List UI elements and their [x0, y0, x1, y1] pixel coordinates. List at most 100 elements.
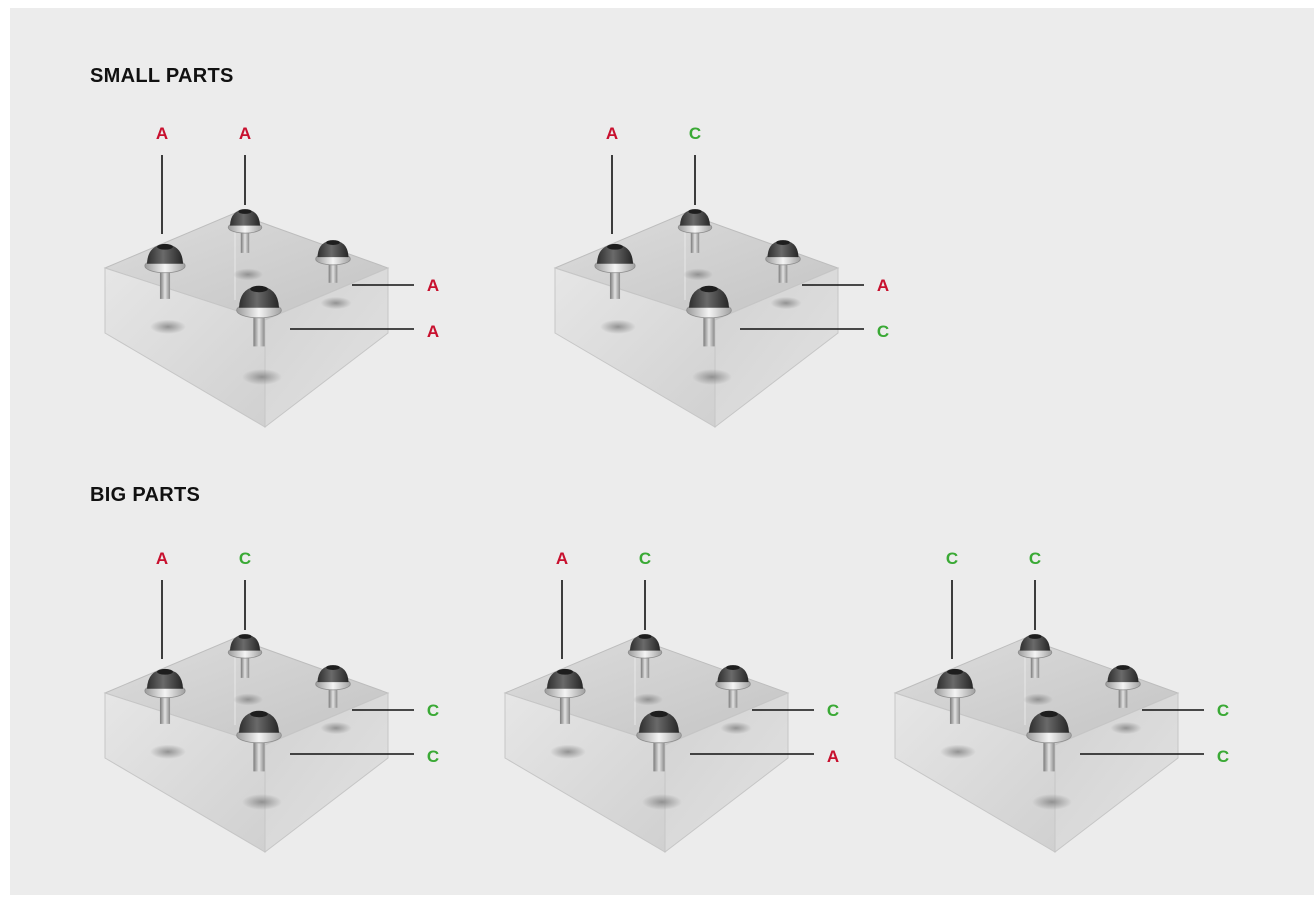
screw-shadow [1110, 721, 1142, 735]
label-back: C [239, 549, 251, 568]
screw-cap [239, 711, 279, 733]
screw-socket [688, 209, 702, 214]
screw-right [765, 240, 802, 310]
screw-front [1026, 710, 1072, 810]
screw-cap [717, 665, 749, 683]
screw-shadow [940, 744, 976, 759]
screw-left [544, 668, 586, 759]
screw-back [227, 209, 263, 281]
screw-shank [159, 689, 171, 724]
screw-shadow [242, 369, 282, 385]
screw-left [144, 668, 186, 759]
label-right: C [427, 701, 439, 720]
label-back: C [639, 549, 651, 568]
screw-front [236, 285, 282, 385]
screw-cap [937, 669, 973, 689]
screw-shadow [320, 296, 352, 310]
label-front: A [427, 322, 439, 341]
screw-cap [680, 209, 710, 226]
label-left: A [156, 124, 168, 143]
screw-shank [703, 309, 715, 347]
screw-cap [767, 240, 799, 258]
label-left: A [606, 124, 618, 143]
screw-socket [1040, 710, 1058, 718]
screw-shank [240, 226, 250, 253]
screw-shadow [683, 268, 713, 281]
block-right-face [264, 692, 389, 854]
screw-shank [778, 258, 788, 283]
screw-cap [317, 240, 349, 258]
screw-socket [947, 668, 963, 675]
screw-shadow [692, 369, 732, 385]
screw-cap [639, 711, 679, 733]
screw-left [594, 243, 636, 334]
screw-shadow [770, 296, 802, 310]
screw-socket [650, 710, 668, 718]
screw-shadow [150, 319, 186, 334]
screw-cap [689, 286, 729, 308]
screw-socket [157, 668, 173, 675]
screw-socket [638, 634, 652, 639]
screw-socket [1028, 634, 1042, 639]
screw-shank [253, 734, 265, 772]
screw-shank [559, 689, 571, 724]
screw-cap [239, 286, 279, 308]
screw-cap [1020, 634, 1050, 651]
section-title-big-parts: BIG PARTS [90, 484, 200, 506]
screw-socket [776, 240, 790, 246]
section-title-small-parts: SMALL PARTS [90, 65, 234, 87]
screw-shadow [720, 721, 752, 735]
label-front: C [1217, 747, 1229, 766]
label-back: A [239, 124, 251, 143]
screw-socket [250, 285, 268, 293]
screw-socket [726, 665, 740, 671]
label-right: C [1217, 701, 1229, 720]
screw-shank [949, 689, 961, 724]
screw-shank [609, 264, 621, 299]
screw-right [715, 665, 752, 735]
fixture-block-1: A A A A [103, 124, 439, 429]
screw-front [686, 285, 732, 385]
screw-right [315, 240, 352, 310]
label-back: C [689, 124, 701, 143]
screw-shadow [633, 693, 663, 706]
screw-right [315, 665, 352, 735]
screw-right [1105, 665, 1142, 735]
screw-shank [653, 734, 665, 772]
screw-cap [597, 244, 633, 264]
label-front: C [877, 322, 889, 341]
screw-socket [557, 668, 573, 675]
label-back: C [1029, 549, 1041, 568]
screw-socket [326, 240, 340, 246]
screw-shadow [242, 794, 282, 810]
screw-shank [690, 226, 700, 253]
screw-cap [230, 209, 260, 226]
label-right: A [427, 276, 439, 295]
screw-shadow [600, 319, 636, 334]
label-left: A [556, 549, 568, 568]
screw-shadow [550, 744, 586, 759]
screw-cap [147, 669, 183, 689]
screw-cap [630, 634, 660, 651]
screw-shank [1118, 683, 1128, 708]
block-right-face [714, 267, 839, 429]
screw-socket [238, 634, 252, 639]
screw-shank [728, 683, 738, 708]
block-right-face [1054, 692, 1179, 854]
label-left: C [946, 549, 958, 568]
screw-shank [328, 258, 338, 283]
screw-back [1017, 634, 1053, 706]
screw-shadow [642, 794, 682, 810]
screw-shadow [150, 744, 186, 759]
screw-shank [240, 651, 250, 678]
screw-shank [253, 309, 265, 347]
screw-shank [640, 651, 650, 678]
label-right: C [827, 701, 839, 720]
screw-shadow [1032, 794, 1072, 810]
screw-cap [1107, 665, 1139, 683]
